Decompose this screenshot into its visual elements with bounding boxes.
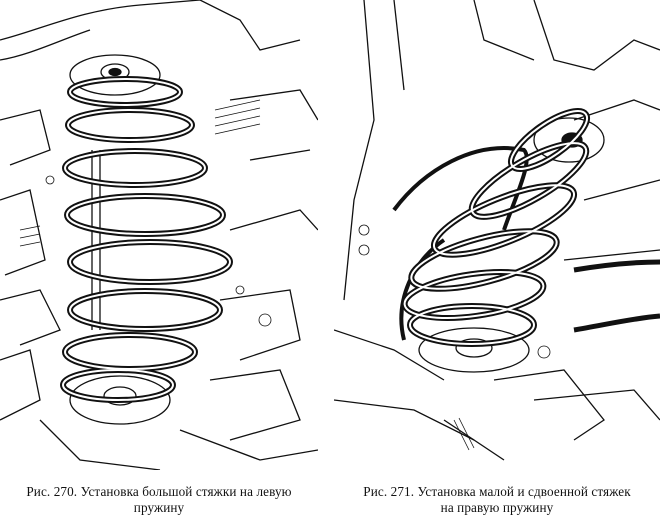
figure-270-illustration <box>0 0 318 470</box>
spring-compressor-left-drawing <box>0 0 318 470</box>
caption-line-2: пружину <box>133 500 185 515</box>
figure-number: Рис. 270. <box>26 484 78 499</box>
figure-271-caption: Рис. 271. Установка малой и сдвоенной ст… <box>334 484 660 516</box>
caption-line-1: Рис. 271. Установка малой и сдвоенной ст… <box>334 484 660 500</box>
caption-text: Установка малой и сдвоенной стяжек <box>417 484 631 499</box>
spring-compressor-right-drawing <box>334 0 660 461</box>
caption-line-1: Рис. 270. Установка большой стяжки на ле… <box>0 484 318 500</box>
figure-271-illustration <box>334 0 660 470</box>
figure-number: Рис. 271. <box>363 484 415 499</box>
figure-270-caption: Рис. 270. Установка большой стяжки на ле… <box>0 484 318 516</box>
caption-text: Установка большой стяжки на левую <box>80 484 292 499</box>
caption-line-2: на правую пружину <box>440 500 554 515</box>
